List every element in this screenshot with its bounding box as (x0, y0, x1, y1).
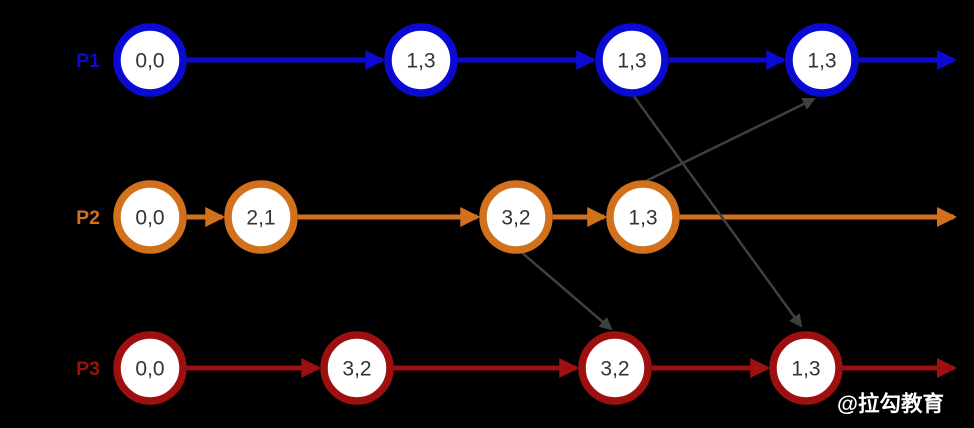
event-clock-value: 0,0 (135, 207, 164, 230)
message-arrow-P2-event-3-to-P3-event-3 (519, 250, 613, 331)
event-node-P2-1 (113, 180, 187, 254)
event-clock-value: 1,3 (628, 207, 657, 230)
event-clock-value: 0,0 (135, 50, 164, 73)
event-node-P2-4 (606, 180, 680, 254)
event-clock-value: 3,2 (600, 358, 629, 381)
event-node-P1-2 (384, 23, 458, 97)
event-node-P1-3 (595, 23, 669, 97)
event-clock-value: 3,2 (342, 358, 371, 381)
event-clock-value: 1,3 (791, 358, 820, 381)
event-clock-value: 2,1 (246, 207, 275, 230)
process-label-P1: P1 (76, 50, 100, 72)
event-node-P3-3 (578, 331, 652, 405)
event-node-P3-1 (113, 331, 187, 405)
event-node-P3-4 (769, 331, 843, 405)
watermark: @拉勾教育 (837, 391, 944, 416)
event-clock-value: 3,2 (501, 207, 530, 230)
event-node-P1-4 (785, 23, 859, 97)
process-label-P2: P2 (76, 207, 100, 229)
process-label-P3: P3 (76, 358, 100, 380)
event-clock-value: 1,3 (617, 50, 646, 73)
event-node-P3-2 (320, 331, 394, 405)
event-node-P1-1 (113, 23, 187, 97)
event-clock-value: 1,3 (807, 50, 836, 73)
event-clock-value: 0,0 (135, 358, 164, 381)
message-arrow-P1-event-3-to-P3-event-4 (631, 94, 803, 328)
event-node-P2-2 (224, 180, 298, 254)
event-node-P2-3 (479, 180, 553, 254)
event-clock-value: 1,3 (406, 50, 435, 73)
message-arrow-P2-event-4-to-P1-event-4 (645, 97, 816, 183)
